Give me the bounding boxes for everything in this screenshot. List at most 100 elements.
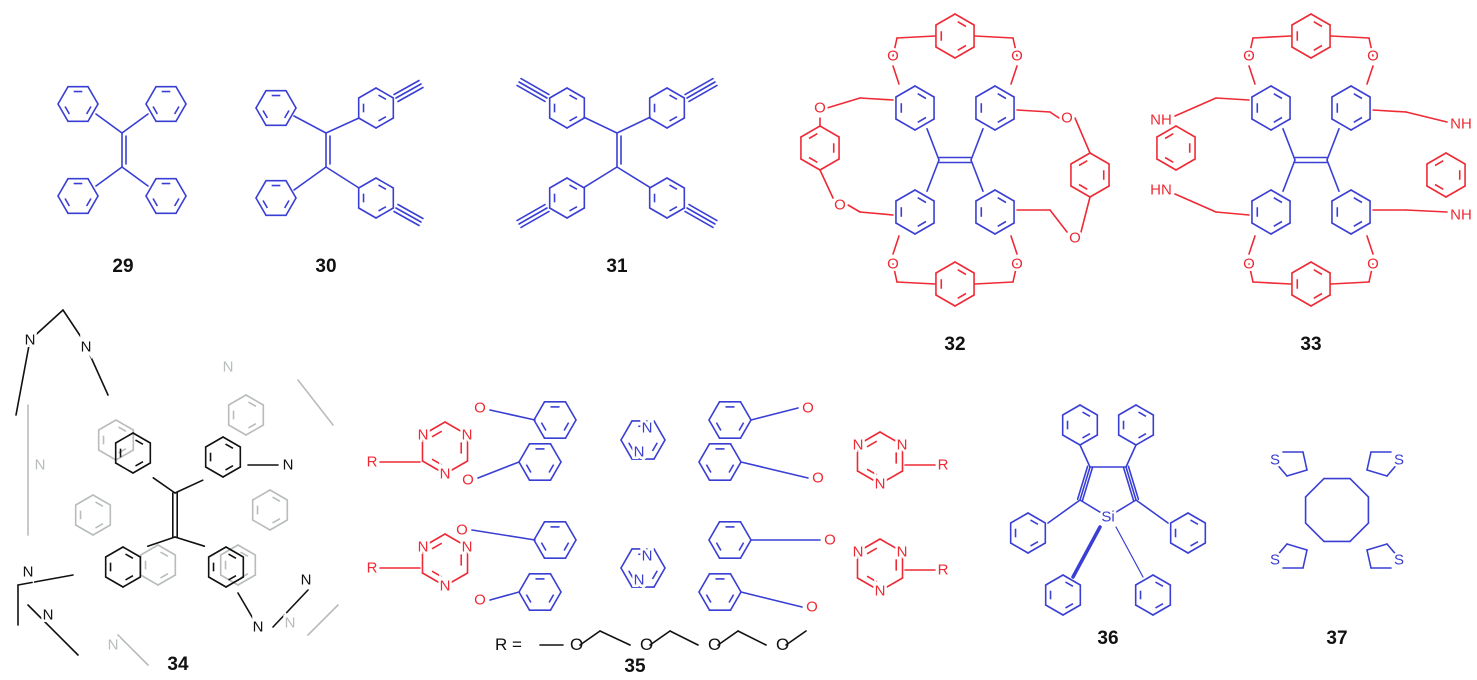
ring-inner-bond	[1138, 411, 1147, 418]
bond	[1135, 499, 1169, 524]
ring-bond	[620, 567, 633, 588]
compound-label-37: 37	[1326, 628, 1347, 649]
phenyl-ring	[1117, 404, 1155, 446]
bond	[89, 354, 109, 396]
bond	[970, 128, 984, 161]
ring-bond	[1331, 118, 1352, 131]
ring-bond	[97, 419, 117, 431]
bond	[489, 409, 536, 421]
ring-inner-bond	[669, 115, 678, 122]
ring-bond	[666, 177, 686, 189]
ring-bond	[708, 539, 721, 559]
alkyne-bond	[518, 207, 548, 225]
ring-inner-bond	[628, 570, 635, 580]
ring-inner-bond	[262, 200, 269, 209]
ring-bond	[114, 462, 134, 474]
ring-inner-bond	[957, 269, 967, 276]
ring-bond	[1079, 404, 1099, 416]
bond	[859, 211, 894, 216]
thiophene-bond	[1386, 461, 1400, 477]
triazine-nitrogen: N	[418, 427, 429, 444]
ring-bond	[548, 207, 568, 219]
compound-label-33: 33	[1300, 334, 1321, 355]
ring-inner-bond	[262, 110, 269, 119]
ring-inner-bond	[866, 575, 878, 583]
bond	[1368, 263, 1374, 283]
ring-bond	[564, 539, 577, 559]
bond	[896, 281, 936, 285]
ring-bond	[225, 576, 245, 588]
ring-bond	[219, 544, 239, 556]
bond	[1366, 65, 1374, 85]
bond	[1282, 128, 1296, 161]
ether-oxygen: O	[1243, 48, 1255, 65]
amine-nh: NH	[1450, 116, 1472, 133]
bond	[1125, 444, 1137, 468]
ring-bond	[1044, 604, 1064, 616]
phenyl-ring	[57, 177, 99, 215]
ring-bond	[1156, 125, 1177, 138]
pyrazine-ring	[620, 420, 666, 460]
thiophene-bond	[1274, 461, 1288, 477]
bond	[740, 591, 803, 608]
xylylene-ring	[1291, 261, 1331, 307]
ring-bond	[566, 87, 586, 99]
alkyne-bond	[393, 210, 420, 227]
silole-double-bond	[1081, 466, 1094, 502]
alkyne-bond	[518, 81, 548, 99]
ring-bond	[255, 179, 267, 199]
ring-inner-bond	[1353, 116, 1363, 123]
bond	[27, 604, 79, 656]
ring-inner-bond	[160, 551, 169, 558]
triazine-nitrogen: N	[853, 544, 864, 561]
ring-bond	[856, 470, 881, 485]
ring-inner-bond	[125, 553, 134, 560]
ring-bond	[994, 85, 1015, 98]
triazine-nitrogen: N	[440, 578, 451, 595]
thiophene-bond	[1286, 469, 1308, 477]
ring-bond	[739, 539, 752, 559]
xylylene-ring	[1291, 13, 1331, 59]
ring-bond	[648, 117, 668, 129]
ring-inner-bond	[1065, 581, 1074, 588]
ring-bond	[895, 85, 916, 98]
ring-inner-bond	[1164, 156, 1174, 163]
triazine-nitrogen: N	[875, 476, 886, 493]
bond	[740, 461, 809, 479]
pyrazine-nitrogen: N	[634, 572, 645, 589]
ether-oxygen: O	[1011, 256, 1023, 273]
ether-oxygen: O	[834, 197, 846, 214]
ring-bond	[122, 546, 142, 558]
ring-bond	[935, 13, 956, 26]
phenyl-ring	[708, 521, 752, 559]
bond	[1012, 37, 1018, 57]
ring-bond	[739, 419, 752, 439]
bond	[1252, 281, 1292, 285]
compound-label-34: 34	[167, 654, 189, 675]
ring-inner-bond	[173, 106, 180, 115]
ring-bond	[139, 544, 159, 556]
ring-bond	[1134, 604, 1154, 616]
ring-inner-bond	[728, 594, 735, 603]
bond	[15, 339, 31, 416]
core-phenyl-ring	[975, 85, 1015, 131]
ring-inner-bond	[431, 458, 443, 466]
sulfur-atom: S	[1270, 452, 1280, 469]
ring-bond	[975, 85, 996, 98]
bond	[174, 479, 204, 494]
ring-bond	[1291, 294, 1312, 307]
bond	[1010, 235, 1018, 255]
bond	[583, 116, 618, 134]
bond	[1215, 211, 1250, 216]
ring-bond	[879, 538, 904, 553]
ether-oxygen: O	[806, 599, 818, 616]
ring-bond	[620, 420, 633, 441]
ring-inner-bond	[917, 220, 927, 227]
bond	[325, 117, 360, 134]
alkyne-bond	[395, 207, 422, 223]
ring-bond	[1135, 434, 1155, 446]
ethynylphenyl-ring	[548, 177, 586, 219]
ring-bond	[533, 419, 546, 439]
ring-bond	[708, 419, 721, 439]
